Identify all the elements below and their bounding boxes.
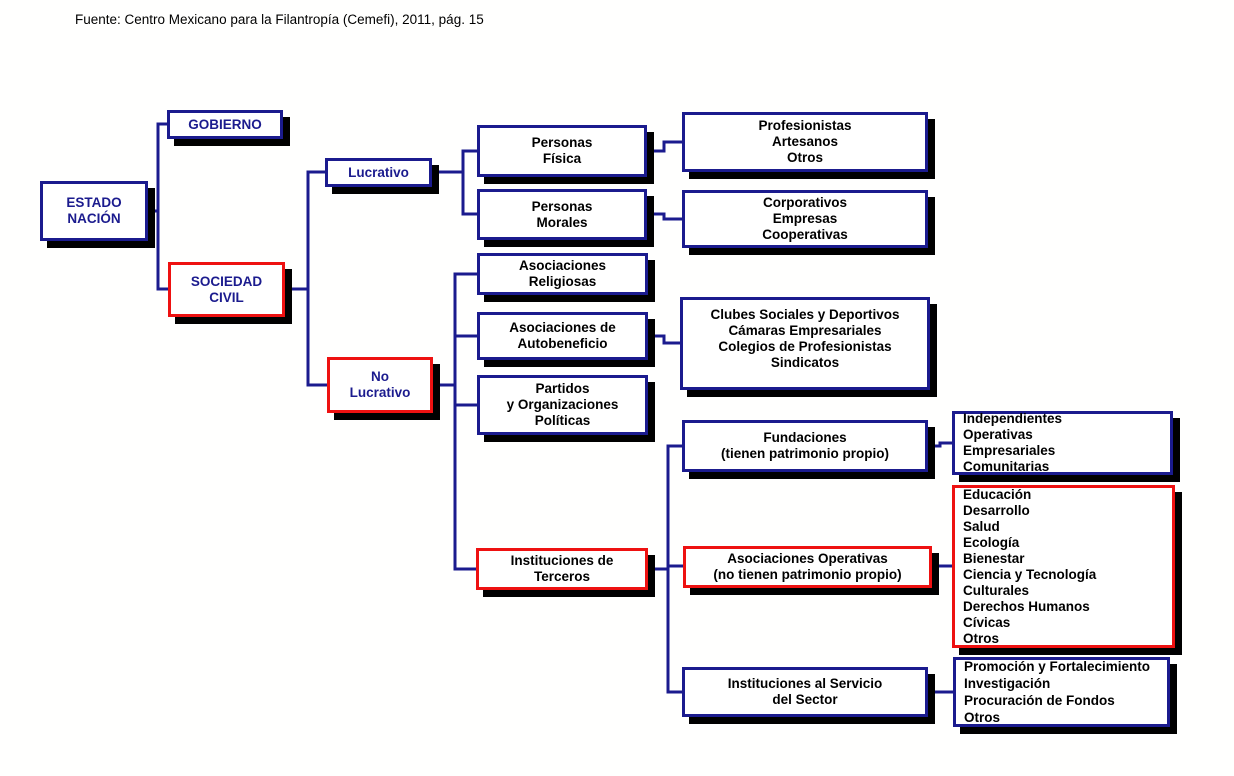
node-asociaciones-religiosas: Asociaciones Religiosas <box>477 253 648 295</box>
connector-autobeneficio-clubes <box>646 334 682 345</box>
node-corporativos-empresas-cooperativas: Corporativos Empresas Cooperativas <box>682 190 928 248</box>
node-lucrativo: Lucrativo <box>325 158 432 187</box>
connector-lucrativo-split <box>430 149 479 216</box>
node-clubes-camaras-colegios-sindicatos: Clubes Sociales y Deportivos Cámaras Emp… <box>680 297 930 390</box>
connector-fisica-profesionistas <box>645 140 684 153</box>
node-fundaciones: Fundaciones (tienen patrimonio propio) <box>682 420 928 472</box>
node-no-lucrativo: No Lucrativo <box>327 357 433 413</box>
connector-estado-split <box>146 122 170 291</box>
connector-no-lucrativo-split <box>431 272 479 571</box>
node-gobierno: GOBIERNO <box>167 110 283 139</box>
node-personas-fisica: Personas Física <box>477 125 647 177</box>
node-instituciones-al-servicio-del-sector: Instituciones al Servicio del Sector <box>682 667 928 717</box>
connector-morales-corporativos <box>645 212 684 221</box>
node-asociaciones-operativas: Asociaciones Operativas (no tienen patri… <box>683 546 932 588</box>
connector-sociedad-split <box>283 170 329 387</box>
node-profesionistas-artesanos-otros: Profesionistas Artesanos Otros <box>682 112 928 172</box>
node-sociedad-civil: SOCIEDAD CIVIL <box>168 262 285 317</box>
node-partidos-y-organizaciones-politicas: Partidos y Organizaciones Políticas <box>477 375 648 435</box>
node-estado-nacion: ESTADO NACIÓN <box>40 181 148 241</box>
source-note: Fuente: Centro Mexicano para la Filantro… <box>75 12 484 27</box>
node-areas-asociaciones-operativas: Educación Desarrollo Salud Ecología Bien… <box>952 485 1175 648</box>
node-personas-morales: Personas Morales <box>477 189 647 240</box>
node-funciones-instituciones-servicio: Promoción y Fortalecimiento Investigació… <box>953 657 1170 727</box>
connector-fundaciones-tipos <box>926 441 954 448</box>
connector-terceros-split <box>646 444 685 694</box>
node-tipos-de-fundaciones: Independientes Operativas Empresariales … <box>952 411 1173 475</box>
node-instituciones-de-terceros: Instituciones de Terceros <box>476 548 648 590</box>
node-asociaciones-de-autobeneficio: Asociaciones de Autobeneficio <box>477 312 648 360</box>
